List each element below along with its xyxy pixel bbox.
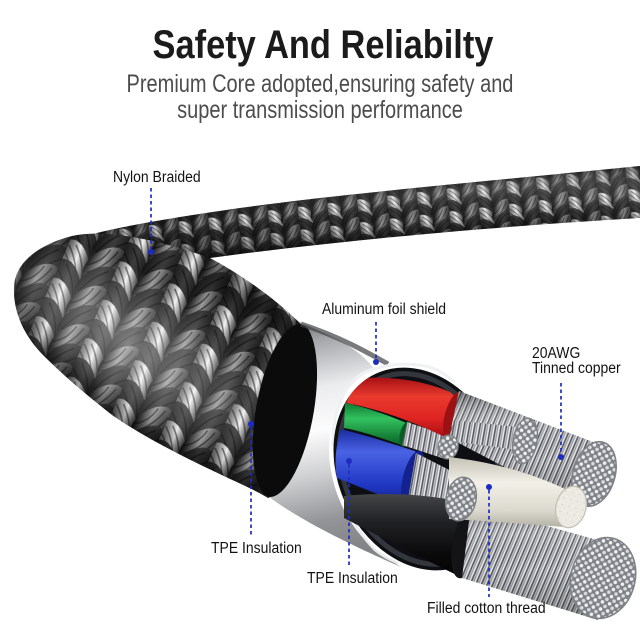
- copper-strand-mid: [451, 420, 526, 451]
- subtitle-line2: super transmission performance: [177, 95, 463, 124]
- leader-lines: [150, 188, 562, 597]
- subtitle-line1: Premium Core adopted,ensuring safety and: [126, 70, 514, 98]
- copper-face-black: [569, 536, 637, 620]
- wire-green: [344, 403, 449, 459]
- page-subtitle: Premium Core adopted,ensuring safety and…: [64, 70, 576, 124]
- label-filled-cotton-thread: Filled cotton thread: [427, 600, 546, 617]
- jacket-ring: [252, 324, 320, 498]
- cable-foreground: [13, 233, 318, 498]
- copper-face-mid: [511, 417, 539, 465]
- label-20awg-tinned-copper: 20AWG Tinned copper: [532, 345, 621, 377]
- leader-dots: [148, 249, 564, 490]
- cotton-thread: [449, 457, 588, 529]
- label-20awg-line2: Tinned copper: [532, 360, 621, 377]
- copper-face-green: [437, 434, 459, 460]
- label-aluminum-foil-shield: Aluminum foil shield: [322, 301, 447, 318]
- label-tpe-insulation-mid: TPE Insulation: [307, 570, 398, 587]
- label-nylon-braided: Nylon Braided: [113, 169, 201, 186]
- label-20awg-line1: 20AWG: [532, 345, 581, 362]
- page-title: Safety And Reliabilty: [152, 23, 494, 67]
- label-tpe-insulation-left: TPE Insulation: [211, 540, 302, 557]
- copper-face-blue: [444, 476, 478, 522]
